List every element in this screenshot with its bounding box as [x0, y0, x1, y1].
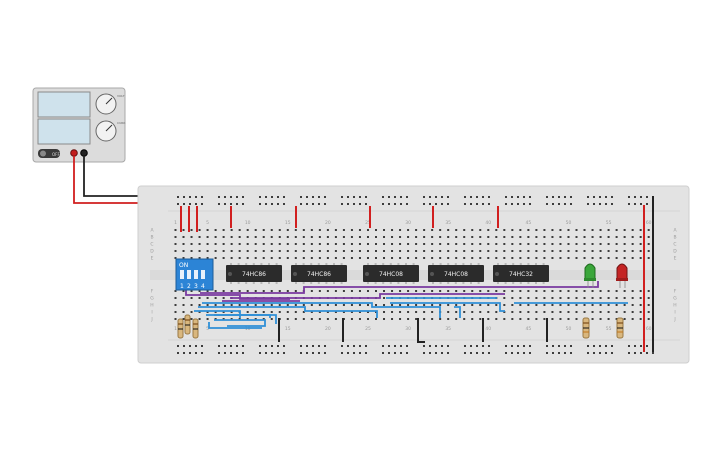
column-number: 15	[285, 326, 291, 332]
row-letter: J	[673, 317, 675, 323]
column-number: 5	[206, 220, 209, 226]
ic-chip-label: 74HC32	[509, 271, 533, 278]
ic-chip-label: 74HC86	[307, 271, 331, 278]
row-letter: D	[150, 249, 154, 255]
column-number: 45	[526, 220, 532, 226]
row-letter: C	[150, 242, 153, 248]
row-letter: E	[151, 256, 154, 262]
column-number: 15	[285, 220, 291, 226]
red-led[interactable]	[616, 263, 628, 288]
positive-terminal[interactable]	[70, 149, 78, 157]
dip-switch[interactable]: ON 1 2 3 4	[175, 258, 214, 291]
row-letter: A	[150, 228, 154, 234]
row-letter: G	[673, 296, 677, 302]
ic-chip[interactable]: 74HC86	[291, 263, 347, 284]
current-display	[37, 118, 91, 145]
column-number: 1	[174, 326, 177, 332]
purple-wires[interactable]	[185, 281, 599, 302]
column-number: 40	[485, 326, 491, 332]
green-led[interactable]	[584, 263, 596, 288]
column-number: 60	[646, 220, 652, 226]
ic-chip[interactable]: 74HC32	[493, 263, 549, 284]
dip-toggle-2[interactable]	[187, 270, 191, 279]
column-number: 5	[206, 326, 209, 332]
column-number: 45	[526, 326, 532, 332]
column-number: 10	[245, 326, 251, 332]
row-letter: J	[150, 317, 152, 323]
column-number: 50	[566, 326, 572, 332]
column-number: 25	[365, 220, 371, 226]
power-supply[interactable]: VOLT CURR OFF	[32, 87, 126, 163]
row-letter: D	[673, 249, 677, 255]
blue-wires[interactable]	[194, 297, 628, 329]
row-letter: E	[674, 256, 677, 262]
current-knob-label: CURR	[117, 121, 125, 125]
dip-num-1: 1	[180, 283, 184, 290]
ic-chip[interactable]: 74HC86	[226, 263, 282, 284]
row-letter: A	[673, 228, 677, 234]
dip-toggle-1[interactable]	[180, 270, 184, 279]
row-letter: I	[151, 310, 152, 316]
row-letter: H	[150, 303, 153, 309]
ic-chip[interactable]: 74HC08	[428, 263, 484, 284]
power-toggle-label: OFF	[52, 152, 60, 157]
black-jumpers[interactable]	[278, 196, 654, 352]
column-number: 20	[325, 220, 331, 226]
dip-toggle-3[interactable]	[194, 270, 198, 279]
column-number: 1	[174, 220, 177, 226]
column-number: 40	[485, 220, 491, 226]
dip-toggle-4[interactable]	[201, 270, 205, 279]
dip-on-label: ON	[179, 262, 188, 269]
column-number: 20	[325, 326, 331, 332]
row-letter: C	[673, 242, 676, 248]
ic-chip-label: 74HC08	[444, 271, 468, 278]
column-number: 30	[405, 220, 411, 226]
column-number: 10	[245, 220, 251, 226]
column-number: 30	[405, 326, 411, 332]
dip-num-2: 2	[187, 283, 191, 290]
column-number: 35	[445, 220, 451, 226]
column-number: 55	[606, 326, 612, 332]
dip-num-4: 4	[201, 283, 205, 290]
row-letter: F	[151, 289, 154, 295]
row-letter: B	[673, 235, 676, 241]
column-number: 55	[606, 220, 612, 226]
column-number: 60	[646, 326, 652, 332]
column-number: 25	[365, 326, 371, 332]
column-number: 35	[445, 326, 451, 332]
ic-chip[interactable]: 74HC08	[363, 263, 419, 284]
row-letter: F	[674, 289, 677, 295]
negative-terminal[interactable]	[80, 149, 88, 157]
red-jumpers[interactable]	[180, 205, 645, 352]
ic-chip-label: 74HC86	[242, 271, 266, 278]
column-number: 50	[566, 220, 572, 226]
row-letter: I	[674, 310, 675, 316]
dip-resistors[interactable]	[177, 314, 199, 339]
voltage-display	[37, 91, 91, 118]
row-letter: H	[673, 303, 676, 309]
row-letter: G	[150, 296, 154, 302]
led-resistors[interactable]	[582, 317, 624, 339]
voltage-knob-label: VOLT	[117, 94, 125, 98]
dip-num-3: 3	[194, 283, 198, 290]
ic-chip-label: 74HC08	[379, 271, 403, 278]
row-letter: B	[150, 235, 153, 241]
